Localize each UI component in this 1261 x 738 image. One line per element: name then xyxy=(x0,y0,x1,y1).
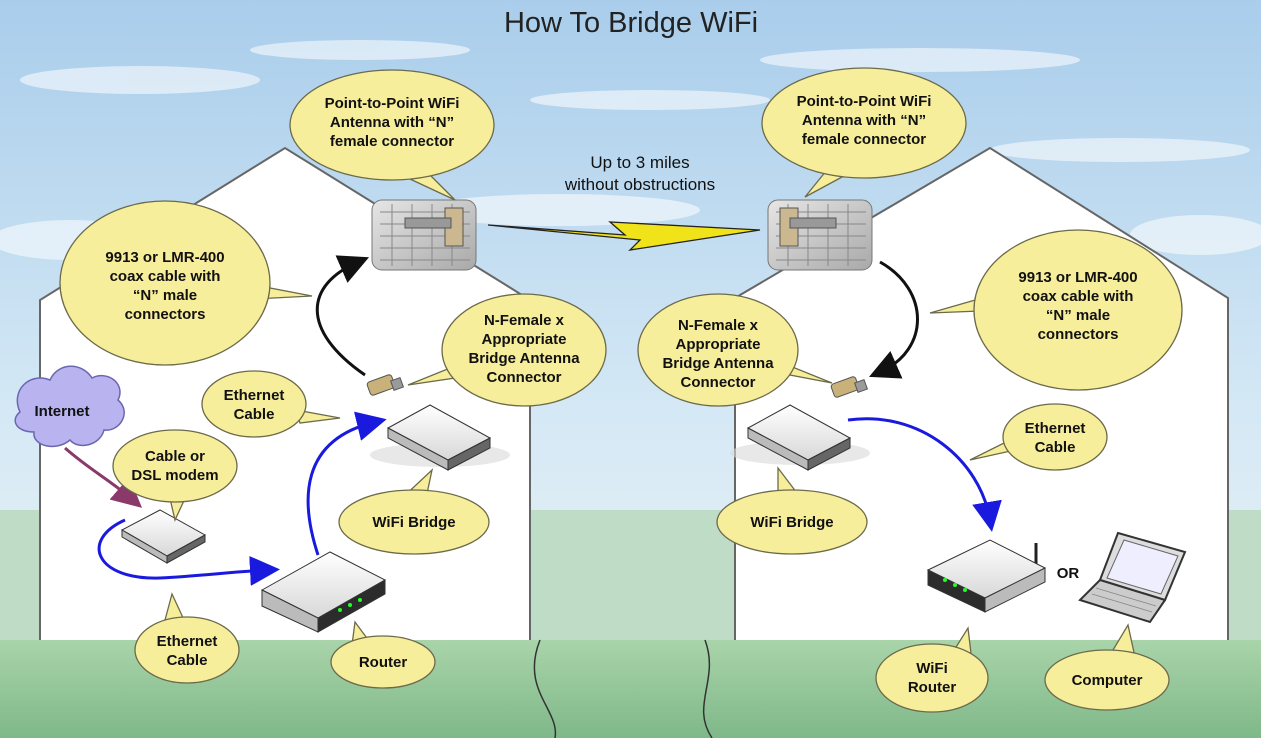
left-wifi-bridge-device xyxy=(370,404,510,471)
router-callout: Router xyxy=(330,620,436,689)
left-coax-callout: 9913 or LMR-400 coax cable with “N” male… xyxy=(59,200,313,366)
internet-to-modem-link xyxy=(64,446,143,508)
internet-cloud-icon: Internet xyxy=(14,365,125,448)
left-lower-ethernet-cable xyxy=(97,518,280,586)
left-ethernet-bottom-callout: Ethernet Cable xyxy=(134,592,240,684)
diagram-title: How To Bridge WiFi xyxy=(504,7,758,39)
internet-label: Internet xyxy=(34,403,89,420)
right-wifi-bridge-callout: WiFi Bridge xyxy=(716,466,868,555)
left-wifi-bridge-callout: WiFi Bridge xyxy=(338,468,490,555)
right-wifi-bridge-callout-label: WiFi Bridge xyxy=(750,514,833,531)
right-coax-callout-line-4: connectors xyxy=(1038,326,1119,343)
right-coax-callout-line-2: coax cable with xyxy=(1023,288,1134,305)
right-antenna-callout-line-1: Point-to-Point WiFi xyxy=(797,93,932,110)
left-ethernet-top-callout: Ethernet Cable xyxy=(201,370,341,438)
modem-callout-line-1: Cable or xyxy=(145,448,205,465)
left-coax-callout-line-4: connectors xyxy=(125,306,206,323)
right-coax-callout: 9913 or LMR-400 coax cable with “N” male… xyxy=(929,229,1183,391)
left-n-connector-icon xyxy=(366,374,405,396)
wifi-router-callout: WiFi Router xyxy=(875,626,989,713)
right-antenna-callout: Point-to-Point WiFi Antenna with “N” fem… xyxy=(761,67,967,198)
left-ethernet-bottom-callout-line-2: Cable xyxy=(167,652,208,669)
laptop-computer-icon xyxy=(1078,531,1187,624)
ground-crack-left xyxy=(533,639,557,738)
right-coax-callout-line-1: 9913 or LMR-400 xyxy=(1018,269,1137,286)
right-wifi-router-device xyxy=(926,539,1047,613)
left-antenna-callout-line-2: Antenna with “N” xyxy=(330,114,454,131)
left-connector-callout: N-Female x Appropriate Bridge Antenna Co… xyxy=(407,293,607,407)
right-ethernet-cable xyxy=(847,417,1002,532)
or-label: OR xyxy=(1057,565,1080,582)
left-connector-callout-line-2: Appropriate xyxy=(481,331,566,348)
right-connector-callout-line-2: Appropriate xyxy=(675,336,760,353)
right-antenna-icon xyxy=(767,199,873,271)
right-coax-callout-line-3: “N” male xyxy=(1046,307,1110,324)
left-coax-cable xyxy=(315,255,370,377)
right-n-connector-icon xyxy=(830,376,869,398)
right-wifi-bridge-device xyxy=(730,404,870,471)
right-connector-callout-line-3: Bridge Antenna xyxy=(662,355,774,372)
left-coax-callout-line-2: coax cable with xyxy=(110,268,221,285)
left-coax-callout-line-3: “N” male xyxy=(133,287,197,304)
left-antenna-icon xyxy=(371,199,477,271)
left-antenna-callout-line-3: female connector xyxy=(330,133,454,150)
wifi-router-callout-line-1: WiFi xyxy=(916,660,948,677)
ground-crack-right xyxy=(702,639,713,738)
left-wifi-bridge-callout-label: WiFi Bridge xyxy=(372,514,455,531)
left-upper-ethernet-cable xyxy=(306,411,387,556)
left-ethernet-top-callout-line-2: Cable xyxy=(234,406,275,423)
right-connector-callout-line-4: Connector xyxy=(681,374,756,391)
right-antenna-callout-line-2: Antenna with “N” xyxy=(802,112,926,129)
right-ethernet-callout: Ethernet Cable xyxy=(969,403,1108,471)
left-connector-callout-line-3: Bridge Antenna xyxy=(468,350,580,367)
left-antenna-callout-line-1: Point-to-Point WiFi xyxy=(325,95,460,112)
left-coax-callout-line-1: 9913 or LMR-400 xyxy=(105,249,224,266)
left-router-device xyxy=(260,551,387,633)
left-ethernet-bottom-callout-line-1: Ethernet xyxy=(157,633,218,650)
computer-callout: Computer xyxy=(1044,623,1170,711)
right-coax-cable xyxy=(869,260,919,379)
right-connector-callout-line-1: N-Female x xyxy=(678,317,759,334)
right-antenna-callout-line-3: female connector xyxy=(802,131,926,148)
right-ethernet-callout-line-1: Ethernet xyxy=(1025,420,1086,437)
link-label-line-1: Up to 3 miles xyxy=(590,153,689,172)
router-callout-label: Router xyxy=(359,654,407,671)
modem-callout: Cable or DSL modem xyxy=(112,429,238,522)
computer-callout-label: Computer xyxy=(1072,672,1143,689)
left-connector-callout-line-1: N-Female x xyxy=(484,312,565,329)
modem-callout-line-2: DSL modem xyxy=(131,467,218,484)
wireless-link-bolt xyxy=(487,221,761,251)
wifi-router-callout-line-2: Router xyxy=(908,679,956,696)
right-connector-callout: N-Female x Appropriate Bridge Antenna Co… xyxy=(637,293,833,407)
left-ethernet-top-callout-line-1: Ethernet xyxy=(224,387,285,404)
left-antenna-callout: Point-to-Point WiFi Antenna with “N” fem… xyxy=(289,69,495,201)
right-ethernet-callout-line-2: Cable xyxy=(1035,439,1076,456)
cable-modem-device xyxy=(120,509,207,564)
left-connector-callout-line-4: Connector xyxy=(487,369,562,386)
link-label-line-2: without obstructions xyxy=(564,175,715,194)
